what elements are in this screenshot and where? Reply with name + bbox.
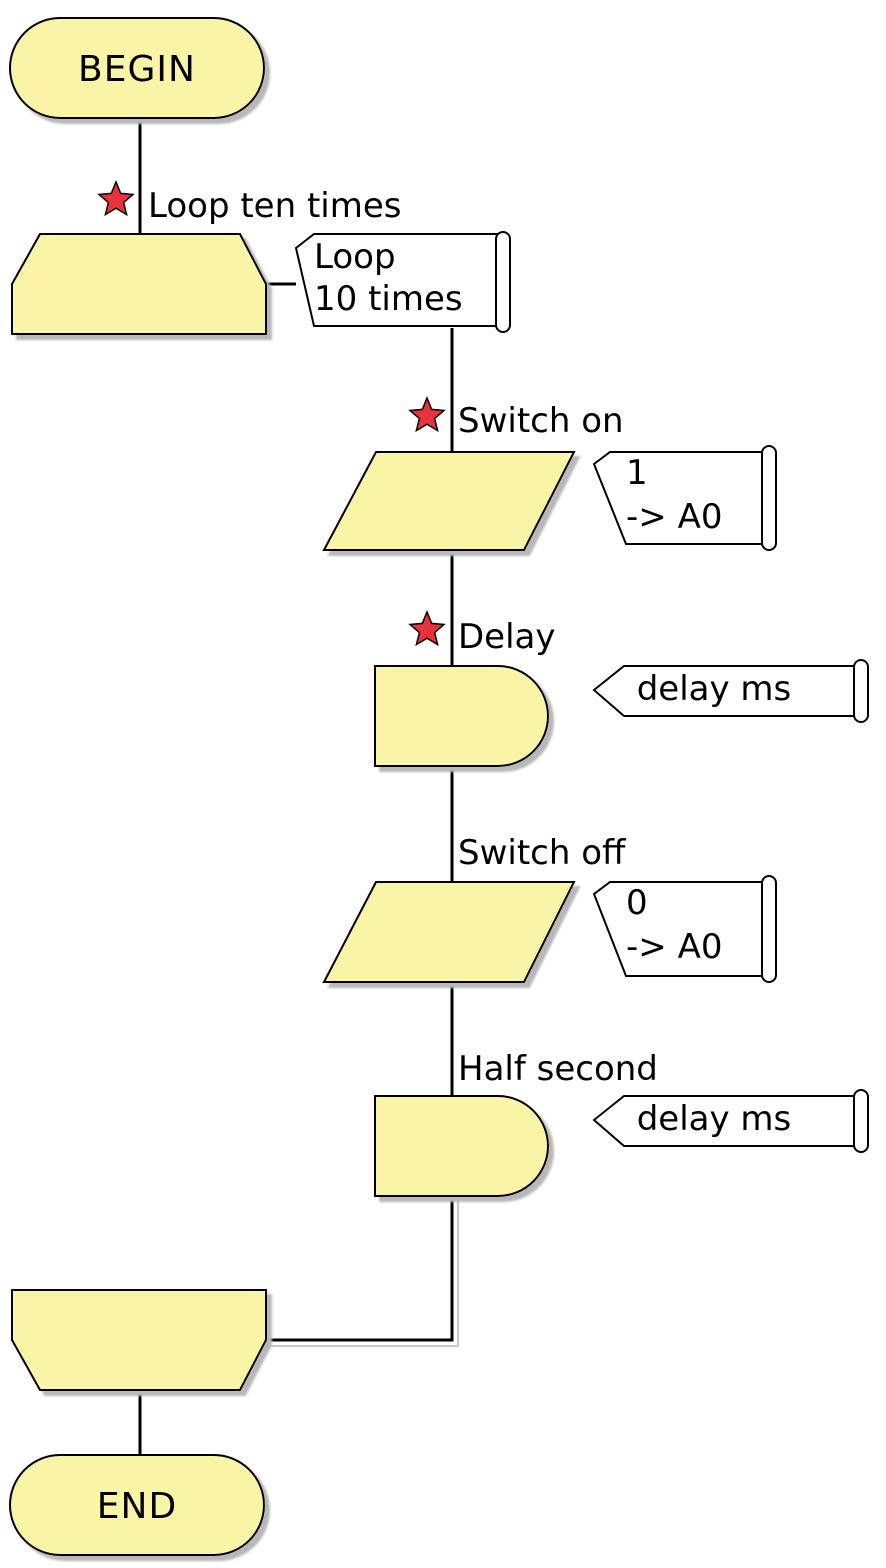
step-label-half-second: Half second: [458, 1049, 658, 1089]
delay-shape: [374, 1095, 549, 1197]
note-scroll-handle: [761, 875, 777, 983]
note-scroll-handle: [853, 1089, 869, 1153]
step-switch-on[interactable]: Switch on 1 -> A0: [322, 396, 777, 551]
delay-shape: [374, 665, 549, 767]
step-note-switch-on[interactable]: 1 -> A0: [592, 445, 777, 551]
note-line-1: delay ms: [637, 1099, 792, 1139]
note-scroll-handle: [853, 659, 869, 723]
output-shape: [322, 881, 576, 983]
loop-end-shape[interactable]: [11, 1289, 267, 1391]
loop-label-group: Loop ten times: [97, 180, 401, 226]
loop-note[interactable]: Loop 10 times: [294, 231, 511, 333]
end-label: END: [97, 1486, 177, 1527]
step-label-switch-on: Switch on: [458, 401, 624, 441]
note-line-1: 1: [626, 453, 648, 493]
star-icon: [408, 610, 446, 647]
loop-label: Loop ten times: [148, 186, 401, 226]
star-icon: [97, 180, 135, 217]
step-label-switch-off: Switch off: [458, 833, 627, 873]
output-shape: [322, 451, 576, 551]
loop-note-line-1: Loop: [314, 237, 396, 277]
step-delay[interactable]: Delay delay ms: [374, 610, 869, 767]
begin-label: BEGIN: [78, 49, 196, 90]
note-line-2: -> A0: [626, 497, 722, 537]
note-scroll-handle: [761, 445, 777, 551]
note-line-1: delay ms: [637, 669, 792, 709]
loop-start-shape[interactable]: [11, 233, 267, 335]
end-terminator[interactable]: END: [9, 1454, 265, 1556]
begin-terminator[interactable]: BEGIN: [9, 17, 265, 119]
star-icon: [408, 396, 446, 433]
note-scroll-handle: [495, 231, 511, 333]
loop-note-line-2: 10 times: [314, 279, 463, 319]
note-line-2: -> A0: [626, 927, 722, 967]
step-note-delay[interactable]: delay ms: [592, 659, 869, 723]
step-note-half-second[interactable]: delay ms: [592, 1089, 869, 1153]
note-line-1: 0: [626, 883, 648, 923]
step-half-second[interactable]: Half second delay ms: [374, 1049, 869, 1197]
step-label-delay: Delay: [458, 617, 556, 657]
connectors: [138, 118, 454, 1455]
step-note-switch-off[interactable]: 0 -> A0: [592, 875, 777, 983]
connector-step4-loopend: [266, 1196, 454, 1342]
step-switch-off[interactable]: Switch off 0 -> A0: [322, 833, 777, 983]
